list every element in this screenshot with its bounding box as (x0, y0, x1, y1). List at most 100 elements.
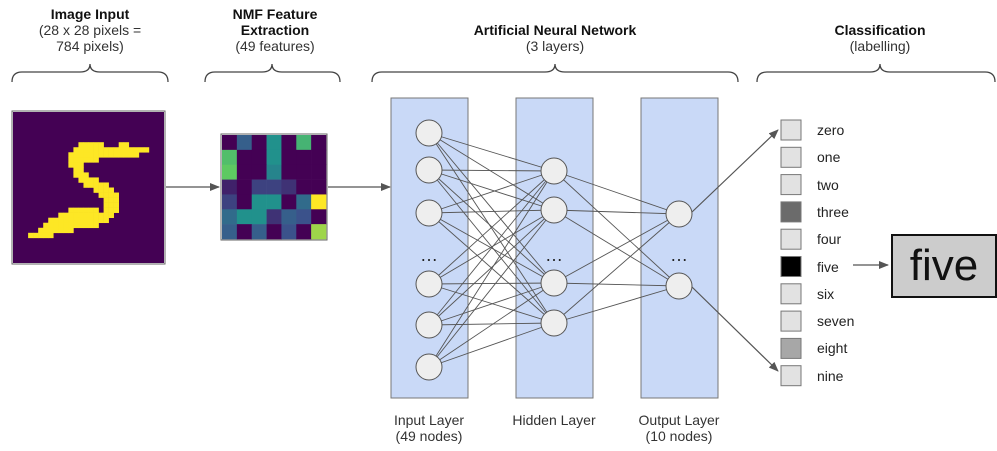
digit-pixel (103, 207, 109, 213)
digit-pixel (73, 217, 79, 224)
digit-pixel (58, 212, 64, 218)
digit-pixel (88, 152, 94, 158)
digit-pixel (83, 182, 89, 188)
digit-pixel (123, 142, 130, 148)
digit-pixel (88, 177, 94, 183)
output-layer-ellipsis: … (670, 245, 688, 265)
digit-pixel (93, 182, 99, 188)
nmf-feature-cell (311, 194, 327, 210)
brace-nmf (204, 63, 341, 83)
class-box-zero (780, 119, 802, 141)
digit-pixel (78, 212, 84, 218)
nmf-feature-cell (266, 224, 282, 240)
network-edge (428, 282, 555, 285)
digit-pixel (78, 152, 84, 158)
output-layer-box (640, 97, 719, 399)
class-box-five (780, 256, 802, 277)
digit-pixel (83, 142, 89, 148)
digit-pixel (108, 147, 114, 153)
digit-pixel (68, 212, 74, 218)
network-edge (428, 282, 555, 326)
header-classification-title: Classification (834, 22, 926, 38)
nmf-feature-cell (296, 179, 312, 195)
digit-pixel (78, 172, 84, 178)
nmf-feature-cell (281, 209, 297, 225)
digit-pixel (78, 162, 84, 168)
digit-pixel (63, 212, 69, 218)
nmf-feature-cell (281, 224, 297, 240)
result-box (891, 234, 997, 298)
output-layer-label: Output Layer (10 nodes) (629, 412, 729, 444)
digit-pixel (98, 192, 104, 198)
digit-pixel (123, 152, 130, 158)
nmf-feature-cell (311, 179, 327, 195)
class-boxes (780, 119, 802, 387)
digit-pixel (68, 162, 74, 168)
network-edge (553, 213, 680, 284)
digit-pixel (78, 167, 84, 173)
digit-pixel (33, 232, 39, 239)
input-node (415, 311, 443, 339)
digit-pixel (128, 152, 135, 158)
output-layer-detail: (10 nodes) (645, 428, 713, 444)
header-classification: Classification (labelling) (800, 22, 960, 54)
network-edge (553, 170, 680, 287)
digit-pixel (68, 152, 74, 158)
class-box-six (780, 283, 802, 305)
nmf-feature-cell (296, 209, 312, 225)
digit-pixel (48, 222, 54, 229)
digit-pixel (58, 222, 64, 229)
digit-pixel (68, 227, 74, 234)
nmf-feature-cell (236, 135, 253, 151)
network-edge (428, 322, 555, 368)
digit-pixel (93, 222, 99, 229)
nmf-feature-cell (296, 164, 312, 180)
digit-pixel (78, 177, 84, 183)
digit-pixel (48, 217, 54, 224)
digit-pixel (78, 142, 84, 148)
network-edge (553, 282, 680, 287)
class-label-nine: nine (817, 367, 844, 384)
digit-pixel (108, 192, 114, 198)
digit-pixel (108, 202, 114, 208)
network-edge (428, 169, 555, 284)
class-label-four: four (817, 231, 842, 248)
digit-pixel (108, 212, 114, 218)
digit-pixel (88, 217, 94, 224)
class-box-eight (780, 337, 802, 359)
input-layer-label: Input Layer (49 nodes) (379, 412, 479, 444)
network-edge (428, 209, 555, 368)
nmf-feature-cell (281, 149, 297, 166)
digit-pixel (73, 152, 79, 158)
digit-pixel (83, 152, 89, 158)
nmf-feature-cell (281, 135, 297, 151)
digit-pixel (83, 212, 89, 218)
digit-pixel (133, 147, 140, 153)
nmf-feature-cell (222, 224, 238, 240)
nmf-feature-cell (222, 209, 238, 225)
input-node (415, 119, 443, 147)
header-nmf-title-2: Extraction (240, 22, 310, 38)
network-edge (428, 322, 555, 326)
output-layer-name: Output Layer (638, 412, 720, 428)
nmf-feature-cell (251, 224, 267, 240)
digit-pixel (83, 172, 89, 178)
nmf-feature-cell (236, 179, 253, 195)
digit-pixel (68, 217, 74, 224)
digit-pixel (123, 147, 130, 153)
digit-pixel (78, 157, 84, 163)
class-box-seven (780, 310, 802, 332)
digit-pixel (93, 187, 99, 193)
nmf-feature-cell (296, 135, 312, 151)
hidden-node (540, 196, 568, 224)
brace-classification (756, 63, 996, 83)
nmf-feature-cell (251, 149, 267, 166)
nmf-feature-cell (251, 194, 267, 210)
digit-pixel (68, 157, 74, 163)
nmf-feature-cell (296, 194, 312, 210)
nmf-feature-cell (311, 209, 327, 225)
nmf-feature-cell (222, 179, 238, 195)
output-node (665, 272, 693, 300)
digit-pixel (88, 157, 94, 163)
nmf-feature-cell (266, 209, 282, 225)
